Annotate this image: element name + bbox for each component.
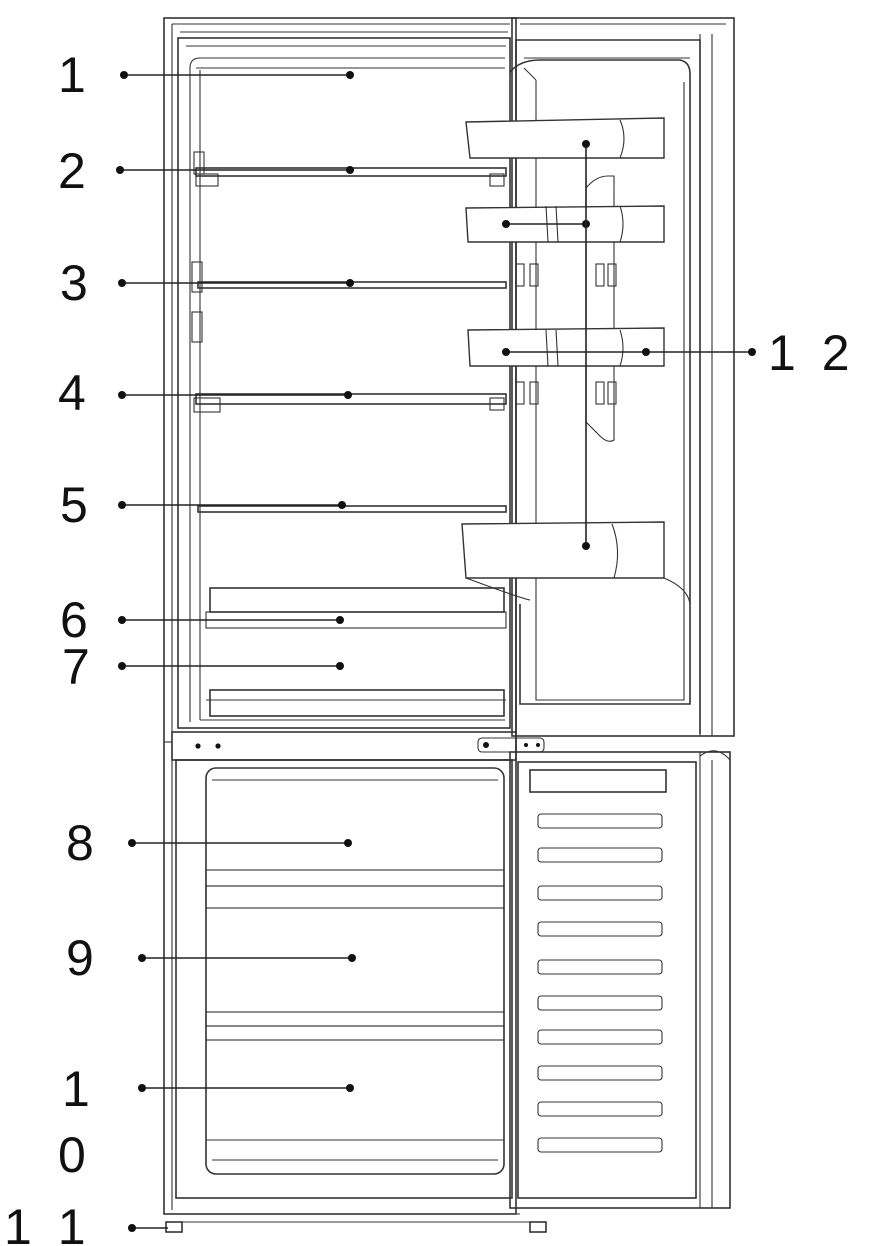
callout-10-first-digit: 1 bbox=[62, 1061, 96, 1117]
fridge-compartment bbox=[177, 37, 511, 729]
freezer-drawers bbox=[205, 869, 505, 1161]
callout-9: 9 bbox=[66, 930, 100, 986]
callout-5: 5 bbox=[60, 477, 94, 533]
freezer-compartment bbox=[175, 759, 513, 1199]
callout-labels: 1 2 3 4 5 6 7 8 9 1 0 1 1 1 2 bbox=[4, 47, 856, 1246]
door-clips bbox=[515, 175, 617, 442]
compartment-divider bbox=[164, 731, 517, 761]
callout-1: 1 bbox=[58, 47, 92, 103]
callout-7: 7 bbox=[62, 639, 96, 695]
callout-6: 6 bbox=[60, 592, 94, 648]
crisper-drawers bbox=[205, 587, 507, 717]
callout-11: 1 1 bbox=[4, 1199, 92, 1246]
callout-10-second-digit: 0 bbox=[58, 1127, 92, 1183]
callout-4: 4 bbox=[58, 365, 92, 421]
callout-12: 1 2 bbox=[768, 325, 856, 381]
door-balconies bbox=[461, 117, 691, 605]
freezer-door bbox=[509, 750, 731, 1209]
callout-2: 2 bbox=[58, 143, 92, 199]
callout-8: 8 bbox=[66, 815, 100, 871]
fridge-door bbox=[477, 17, 735, 753]
callout-3: 3 bbox=[60, 255, 94, 311]
callout-leaders bbox=[116, 71, 756, 1232]
adjustable-feet bbox=[165, 1221, 547, 1233]
shelf-5 bbox=[197, 505, 507, 513]
